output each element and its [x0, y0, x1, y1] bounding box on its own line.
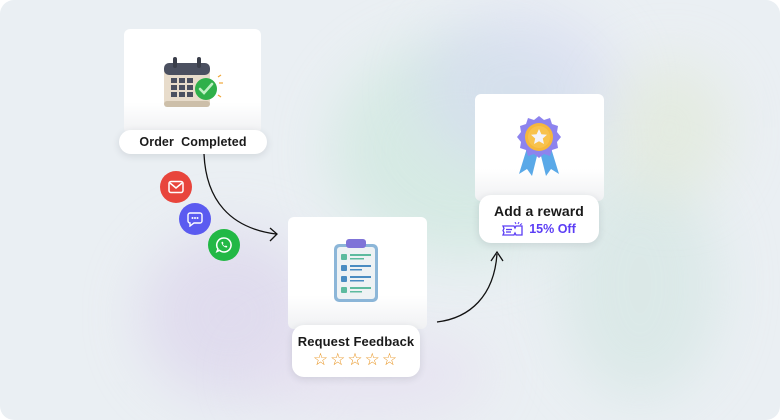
connector-feedback-to-reward: [436, 253, 498, 323]
star-icon[interactable]: ☆: [312, 350, 331, 370]
step-title: Add a reward: [494, 203, 584, 219]
mail-icon: [168, 180, 184, 194]
chat-bubble-icon: [187, 212, 203, 227]
whatsapp-channel-button[interactable]: [208, 229, 240, 261]
arrowhead-icon: [269, 227, 278, 242]
star-icon[interactable]: ☆: [347, 350, 365, 370]
calendar-check-icon: [164, 57, 223, 107]
step-title: Request Feedback: [297, 334, 415, 349]
connector-order-to-feedback: [203, 153, 277, 235]
star-icon[interactable]: ☆: [330, 350, 348, 370]
ticket-icon: [502, 222, 523, 236]
background-blob: [610, 60, 730, 200]
request-feedback-card[interactable]: [288, 217, 427, 329]
offer-badge: 15% Off: [479, 222, 599, 236]
clipboard-checklist-icon: [334, 239, 378, 302]
order-completed-card[interactable]: [124, 29, 261, 134]
add-reward-card[interactable]: [475, 94, 604, 201]
award-ribbon-icon: [517, 116, 561, 176]
sms-channel-button[interactable]: [179, 203, 211, 235]
request-feedback-label-pill: Request Feedback ☆☆☆☆☆: [292, 325, 420, 377]
offer-text: 15% Off: [529, 222, 576, 236]
star-icon[interactable]: ☆: [381, 350, 400, 370]
step-title: Order Completed: [139, 135, 247, 149]
email-channel-button[interactable]: [160, 171, 192, 203]
star-icon[interactable]: ☆: [364, 350, 382, 370]
arrowhead-icon: [490, 250, 504, 262]
add-reward-label-pill: Add a reward 15% Off: [479, 195, 599, 243]
star-rating[interactable]: ☆☆☆☆☆: [292, 351, 420, 369]
order-completed-label-pill: Order Completed: [119, 130, 267, 154]
whatsapp-icon: [215, 237, 232, 254]
